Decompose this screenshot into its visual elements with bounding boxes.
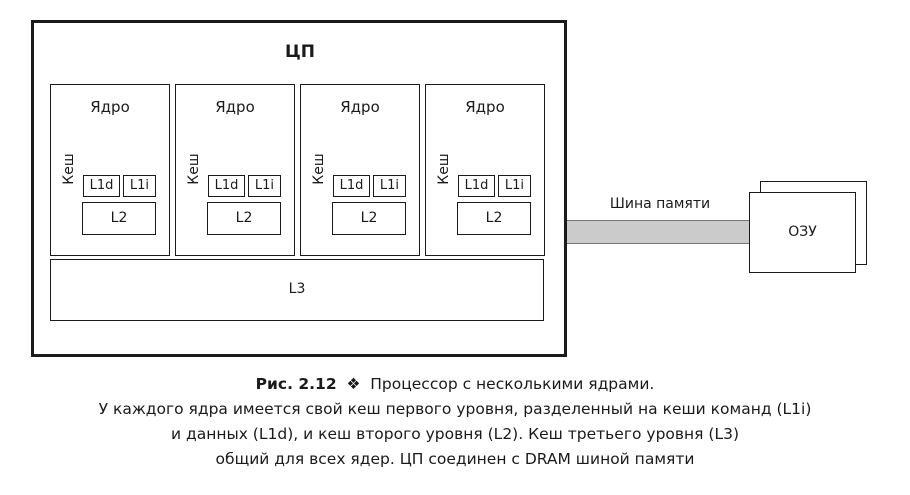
l2-cache: L2: [82, 202, 156, 235]
caption-line: и данных (L1d), и кеш второго уровня (L2…: [170, 425, 739, 443]
l1d-cache: L1d: [333, 175, 370, 197]
ram-box: ОЗУ: [749, 192, 856, 273]
l1i-cache: L1i: [373, 175, 406, 197]
core-label: Ядро: [340, 98, 380, 116]
cache-label: Кеш: [436, 153, 452, 185]
cpu-title: ЦП: [285, 42, 315, 62]
caption-line: У каждого ядра имеется свой кеш первого …: [98, 400, 812, 418]
core-label: Ядро: [215, 98, 255, 116]
l1i-cache: L1i: [123, 175, 156, 197]
core-box: [425, 84, 545, 256]
core-box: [300, 84, 420, 256]
core-box: [50, 84, 170, 256]
l1d-cache: L1d: [458, 175, 495, 197]
l3-cache: L3: [50, 259, 544, 321]
caption-title: Процессор с несколькими ядрами.: [370, 375, 655, 393]
cache-label: Кеш: [61, 153, 77, 185]
l1d-cache: L1d: [83, 175, 120, 197]
l2-cache: L2: [457, 202, 531, 235]
l2-cache: L2: [207, 202, 281, 235]
l1i-cache: L1i: [498, 175, 531, 197]
caption-line: общий для всех ядер. ЦП соединен с DRAM …: [215, 450, 695, 468]
core-label: Ядро: [90, 98, 130, 116]
cache-label: Кеш: [311, 153, 327, 185]
l1d-cache: L1d: [208, 175, 245, 197]
caption-title-line: Рис. 2.12 ❖ Процессор с несколькими ядра…: [0, 375, 910, 393]
l1i-cache: L1i: [248, 175, 281, 197]
figure-number: Рис. 2.12: [255, 375, 337, 393]
l2-cache: L2: [332, 202, 406, 235]
cache-label: Кеш: [186, 153, 202, 185]
caption-symbol: ❖: [346, 375, 361, 393]
core-label: Ядро: [465, 98, 505, 116]
cpu-box: [31, 20, 567, 357]
core-box: [175, 84, 295, 256]
bus-label: Шина памяти: [609, 196, 711, 212]
memory-bus: [567, 220, 751, 244]
